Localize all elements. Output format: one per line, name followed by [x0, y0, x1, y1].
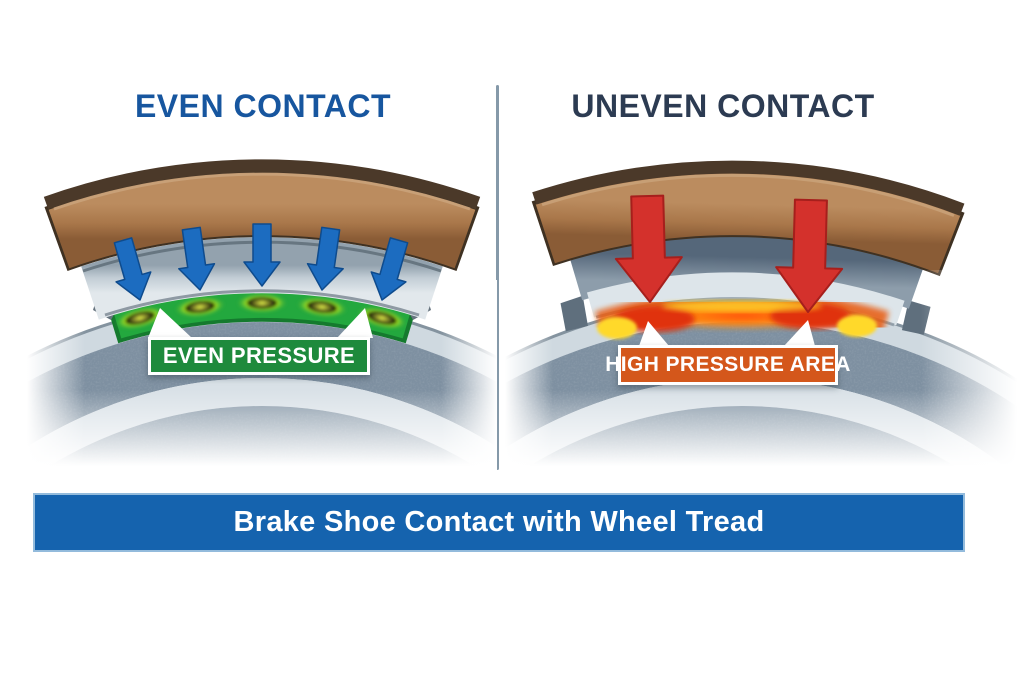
- high-pressure-badge: HIGH PRESSURE AREA: [605, 345, 850, 385]
- brake-shoe: [531, 160, 965, 335]
- down-arrow-icon: [243, 223, 281, 287]
- even-contact-illustration: [27, 159, 497, 485]
- down-arrow-icon: [370, 237, 409, 301]
- left-fade: [27, 280, 85, 485]
- down-arrow-icon: [614, 194, 683, 303]
- high-pressure-badge-label: HIGH PRESSURE AREA: [605, 353, 851, 376]
- hot-spot-glow: [595, 290, 889, 339]
- panel-divider: [496, 85, 499, 470]
- uneven-contact-title: UNEVEN CONTACT: [571, 88, 875, 124]
- left-fade: [505, 280, 553, 485]
- right-fade: [921, 270, 1017, 485]
- caption-banner-text: Brake Shoe Contact with Wheel Tread: [233, 506, 765, 538]
- down-arrow-icon: [178, 226, 216, 291]
- callout-pointer: [784, 320, 815, 346]
- caption-banner: Brake Shoe Contact with Wheel Tread: [33, 493, 965, 552]
- callout-pointer: [337, 308, 373, 338]
- shoe-metal-band: [570, 235, 924, 309]
- even-pressure-badge-label: EVEN PRESSURE: [162, 343, 356, 368]
- even-pressure-badge: EVEN PRESSURE: [148, 337, 370, 375]
- bottom-fade: [27, 390, 497, 485]
- callout-pointer: [639, 321, 669, 346]
- uneven-contact-illustration: [505, 160, 1017, 485]
- callout-pointer: [148, 308, 192, 338]
- brake-shoe: [43, 159, 481, 272]
- down-arrow-icon: [775, 198, 844, 313]
- down-arrow-icon: [306, 226, 344, 291]
- right-fade: [441, 280, 497, 485]
- contact-strip: [107, 285, 417, 344]
- pressure-arrows: [614, 194, 844, 313]
- even-contact-title: EVEN CONTACT: [134, 88, 392, 124]
- down-arrow-icon: [113, 237, 152, 301]
- pressure-arrows: [113, 223, 409, 301]
